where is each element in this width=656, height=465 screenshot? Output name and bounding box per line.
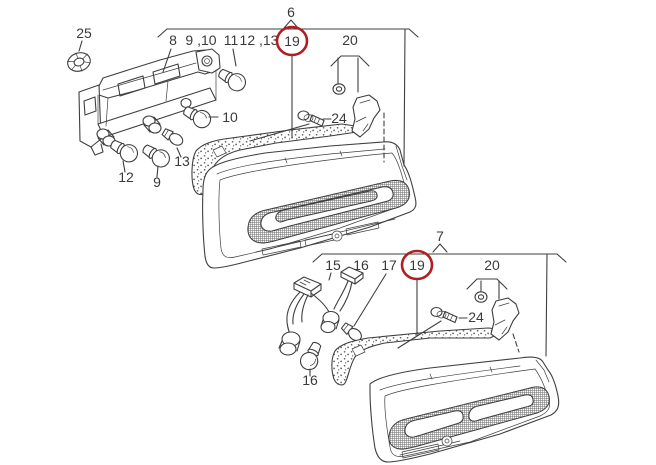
tail-light-upper-drawing: [202, 141, 417, 269]
nut-upper-drawing: [332, 83, 346, 95]
screw-lower-drawing: [397, 306, 458, 349]
callout-8[interactable]: 8: [169, 32, 177, 48]
clip-upper-drawing: [351, 94, 381, 138]
callout-17[interactable]: 17: [381, 257, 397, 273]
callout-15[interactable]: 15: [325, 257, 341, 273]
callout-7[interactable]: 7: [436, 228, 444, 244]
clip-lower-leader: [512, 333, 520, 353]
callout-9-10[interactable]: 9 ,10: [185, 32, 216, 48]
callout-12-13[interactable]: 12 ,13: [240, 32, 279, 48]
assembly-7-callouts: [312, 243, 567, 357]
bulb-9-drawing: [139, 140, 174, 171]
callout-10[interactable]: 10: [222, 109, 238, 125]
assembly-6-callouts: [157, 19, 419, 167]
bulb-13-drawing: [160, 126, 186, 149]
callout-16-lower[interactable]: 16: [302, 372, 318, 388]
grommet-drawing: [66, 40, 91, 72]
screw-upper-drawing: [249, 110, 325, 142]
gasket-lower-drawing: [331, 327, 497, 386]
highlight-circle-19-lower[interactable]: [400, 249, 434, 281]
highlight-circle-19-upper[interactable]: [275, 25, 309, 57]
bulb-16-drawing: [297, 339, 326, 374]
bulb-11-drawing: [214, 64, 250, 95]
callout-12[interactable]: 12: [118, 169, 134, 185]
nut-lower-drawing: [474, 291, 488, 303]
callout-13[interactable]: 13: [174, 153, 190, 169]
callout-11[interactable]: 11: [224, 32, 239, 48]
callout-19-lower[interactable]: 19: [409, 257, 425, 273]
callout-6[interactable]: 6: [287, 4, 295, 20]
callout-16-upper[interactable]: 16: [353, 257, 369, 273]
callout-20-lower[interactable]: 20: [484, 257, 500, 273]
callout-24-upper[interactable]: 24: [331, 110, 347, 126]
callout-19-upper[interactable]: 19: [284, 33, 300, 49]
callout-9[interactable]: 9: [153, 174, 161, 190]
wiring-harness-drawing: [278, 266, 364, 356]
callout-20-upper[interactable]: 20: [342, 32, 358, 48]
bulb-carrier-drawing: [78, 48, 221, 156]
clip-lower-drawing: [490, 297, 520, 341]
callout-25[interactable]: 25: [76, 25, 92, 41]
tail-light-lower-drawing: [369, 356, 560, 463]
callout-24-lower[interactable]: 24: [468, 309, 484, 325]
